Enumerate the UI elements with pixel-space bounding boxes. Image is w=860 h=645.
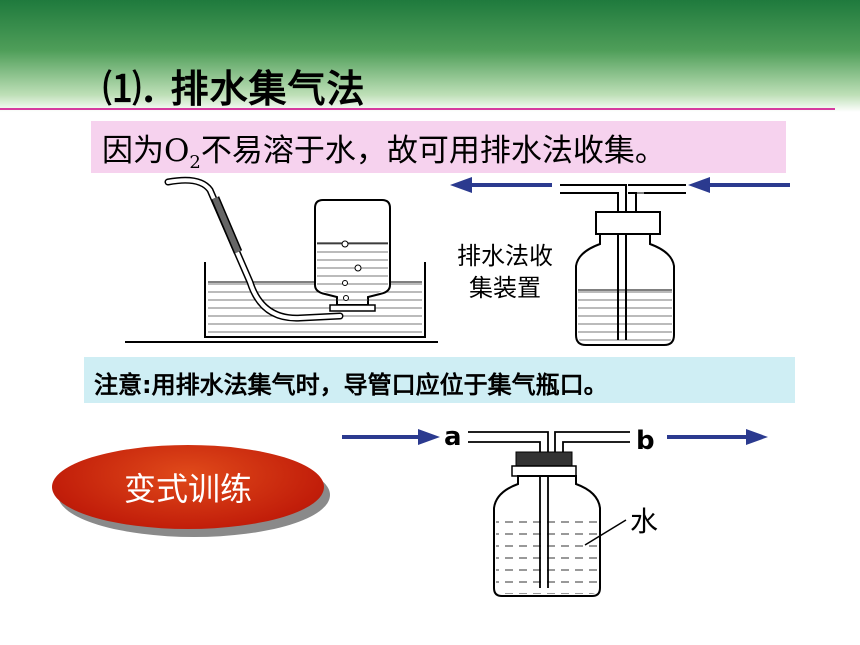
exercise-button[interactable]: 变式训练 [52, 445, 330, 537]
sentence-pre: 因为O [102, 133, 190, 169]
collection-bottle-top [560, 184, 686, 346]
title-divider [0, 108, 835, 110]
main-sentence: 因为O2不易溶于水，故可用排水法收集。 [102, 125, 666, 173]
water-label: 水 [630, 505, 659, 538]
collection-bottle-bottom [468, 431, 630, 597]
note-text: 注意:用排水法集气时，导管口应位于集气瓶口。 [94, 371, 608, 399]
port-b-label: b [636, 426, 655, 456]
sentence-highlight [91, 121, 786, 173]
flow-arrows-bottom [342, 429, 768, 445]
sentence-post: 不易溶于水，故可用排水法收集。 [200, 133, 666, 169]
flow-arrows-top [450, 177, 790, 193]
note-highlight [84, 357, 795, 403]
exercise-button-face[interactable]: 变式训练 [52, 445, 324, 529]
apparatus-label-line2: 集装置 [469, 274, 541, 302]
water-trough-apparatus [125, 176, 438, 343]
exercise-button-label: 变式训练 [123, 470, 252, 508]
port-a-label: a [444, 422, 462, 452]
sentence-subscript: 2 [189, 152, 201, 174]
apparatus-label: 排水法收 集装置 [440, 240, 570, 304]
page-title: ⑴. 排水集气法 [103, 66, 366, 111]
header-band [0, 0, 860, 112]
apparatus-label-line1: 排水法收 [457, 242, 553, 270]
